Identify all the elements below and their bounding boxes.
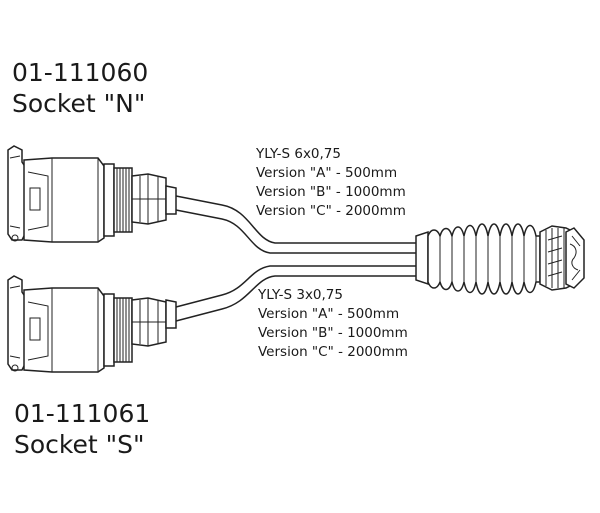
- cable-top: [175, 195, 420, 254]
- cable-bottom-version-a: Version "A" - 500mm: [258, 306, 400, 322]
- socket-s-name: Socket "S": [14, 430, 145, 459]
- cable-top-version-b: Version "B" - 1000mm: [256, 184, 406, 200]
- cable-bottom-version-c: Version "C" - 2000mm: [258, 344, 408, 360]
- cable-bottom-spec: YLY-S 3x0,75: [258, 287, 343, 303]
- cable-bottom: [175, 265, 420, 322]
- cable-top-spec: YLY-S 6x0,75: [256, 146, 341, 162]
- socket-n-drawing: [7, 145, 177, 243]
- cable-bottom-version-b: Version "B" - 1000mm: [258, 325, 408, 341]
- socket-s-drawing: [7, 275, 177, 373]
- socket-n-name: Socket "N": [12, 89, 146, 118]
- cable-top-version-c: Version "C" - 2000mm: [256, 203, 406, 219]
- socket-n-part-number: 01-111060: [12, 58, 149, 87]
- plug-drawing: [415, 223, 585, 295]
- cable-top-version-a: Version "A" - 500mm: [256, 165, 398, 181]
- socket-s-part-number: 01-111061: [14, 399, 151, 428]
